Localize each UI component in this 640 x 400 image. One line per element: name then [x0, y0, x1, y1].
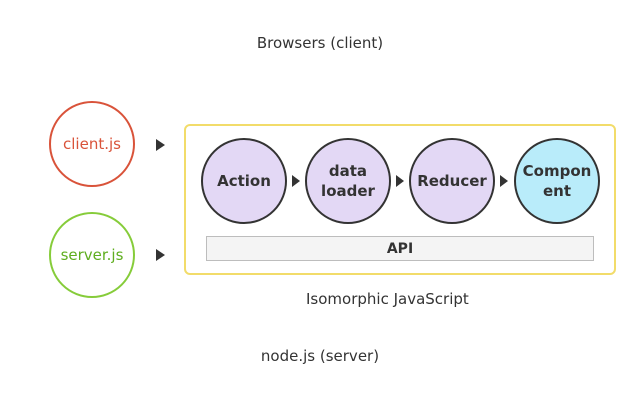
data-loader-label-line1: data	[328, 162, 368, 180]
component-label-line1: Compon	[522, 162, 592, 180]
component-label-line2: ent	[542, 182, 571, 200]
action-node: Action	[201, 138, 287, 224]
client-arrow-icon	[156, 139, 165, 151]
flow-arrow-icon	[500, 175, 508, 187]
node-server-label: node.js (server)	[260, 347, 380, 365]
client-js-node: client.js	[49, 101, 135, 187]
isomorphic-javascript-label: Isomorphic JavaScript	[306, 290, 469, 308]
action-label: Action	[217, 172, 271, 190]
browsers-client-label: Browsers (client)	[256, 34, 384, 52]
server-arrow-icon	[156, 249, 165, 261]
client-js-label: client.js	[63, 135, 121, 153]
api-label: API	[386, 240, 414, 257]
reducer-label: Reducer	[417, 172, 487, 190]
flow-arrow-icon	[396, 175, 404, 187]
server-js-label: server.js	[60, 246, 124, 264]
component-node: Compon ent	[514, 138, 600, 224]
flow-arrow-icon	[292, 175, 300, 187]
data-loader-label-line2: loader	[321, 182, 375, 200]
reducer-node: Reducer	[409, 138, 495, 224]
server-js-node: server.js	[49, 212, 135, 298]
data-loader-node: data loader	[305, 138, 391, 224]
api-bar: API	[206, 236, 594, 261]
